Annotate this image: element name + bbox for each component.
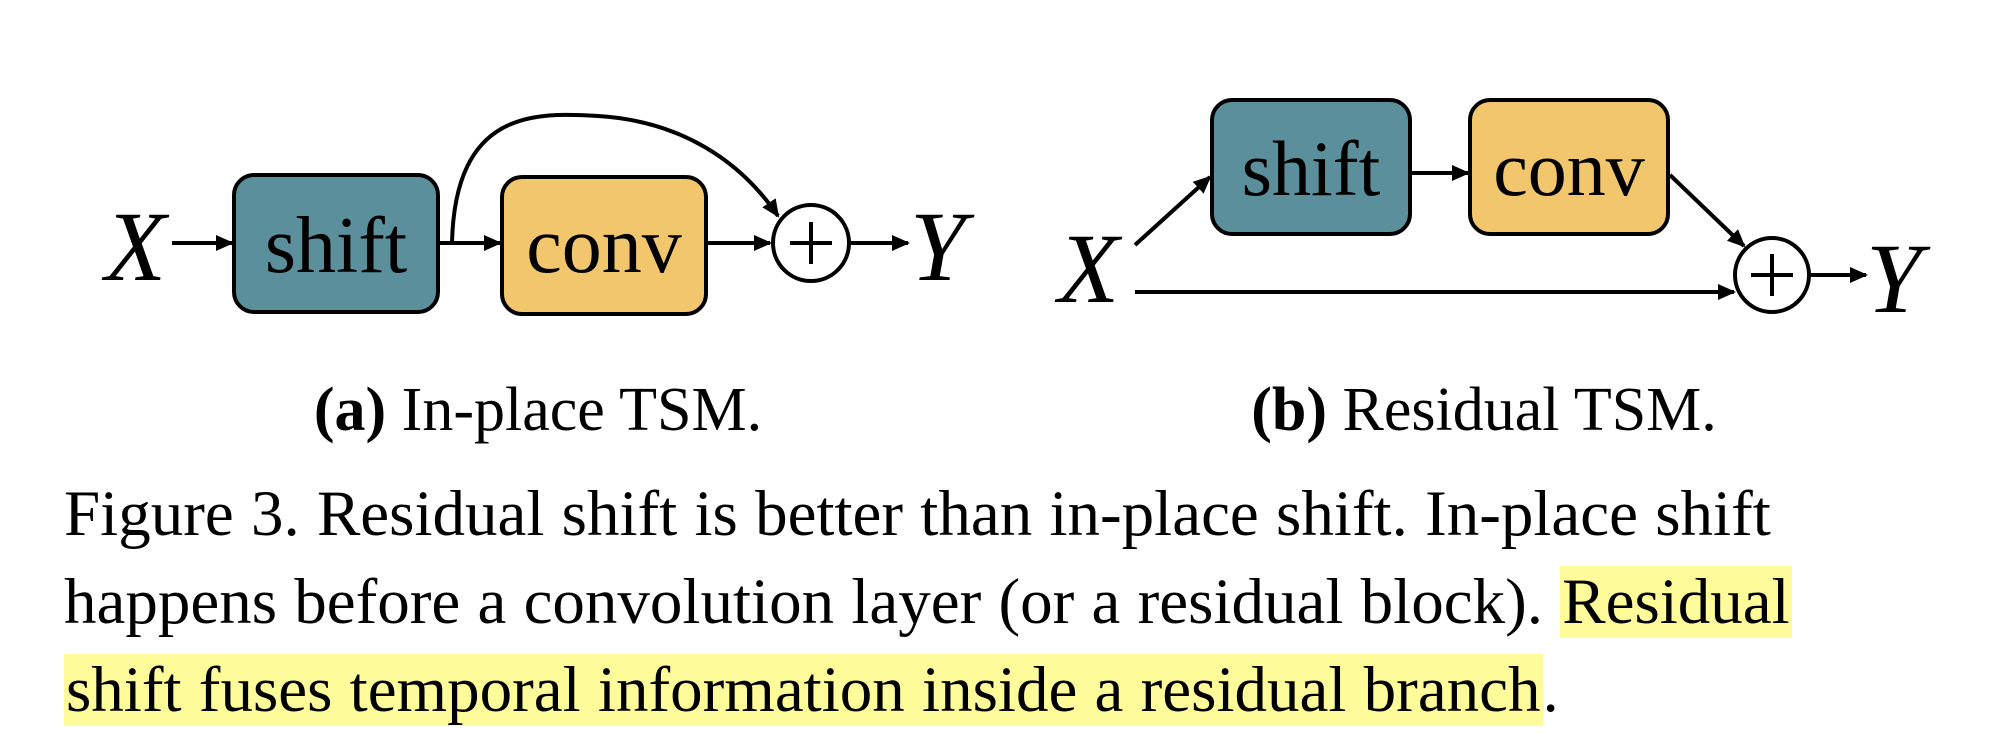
sum-node-b [1733,236,1811,314]
diagram-a: X shift conv Y (a) In-place TSM. [101,112,975,444]
input-x-b: X [1054,213,1123,324]
output-y-a: Y [910,191,975,302]
subcaption-b: (b) Residual TSM. [1251,376,1717,444]
caption-line-1: Figure 3. Residual shift is better than … [64,478,1771,550]
arrow-conv-to-sum-b [1668,173,1746,248]
caption-line-2: happens before a convolution layer (or a… [64,558,1964,646]
subcaption-a: (a) In-place TSM. [314,376,762,444]
shift-block-a [232,173,440,314]
conv-label-b: conv [1493,125,1645,212]
tsm-figure: X shift conv Y (a) In-place TSM. X shift… [101,98,1931,444]
skip-arc-a [450,112,780,244]
shift-block-b [1210,98,1412,236]
diagram-b: X shift conv Y (b) Residual TSM. [1054,98,1931,444]
caption-line-2-text: happens before a convolution layer (or a… [64,566,1543,638]
input-x-a: X [101,191,170,302]
caption-highlight-1: Residual [1560,566,1792,638]
sum-node-a [771,203,851,283]
caption-line-3-end: . [1542,654,1559,726]
output-y-b: Y [1866,223,1931,334]
caption-line-3: shift fuses temporal information inside … [64,646,1964,734]
shift-label-a: shift [265,202,407,290]
conv-block-b [1468,98,1670,236]
caption-highlight-2: shift fuses temporal information inside … [64,654,1543,726]
conv-block-a [500,175,708,316]
conv-label-a: conv [526,202,682,290]
figure-caption: Figure 3. Residual shift is better than … [64,470,1964,734]
shift-label-b: shift [1242,125,1381,212]
arrow-x-to-shift-b [1133,175,1212,247]
